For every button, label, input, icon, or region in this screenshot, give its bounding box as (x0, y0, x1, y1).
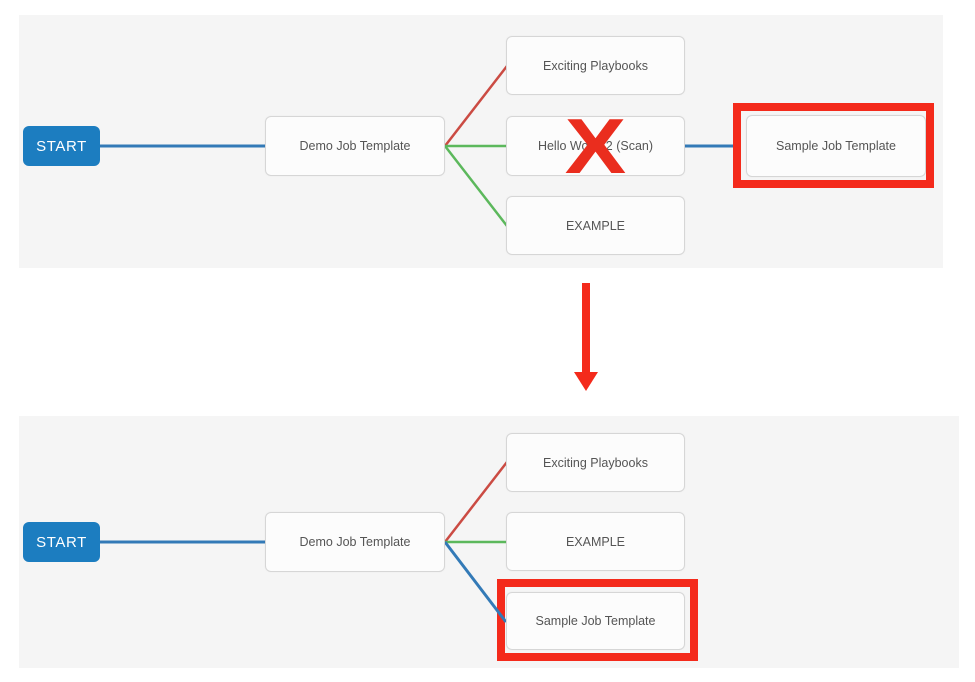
node-example[interactable]: EXAMPLE (506, 196, 685, 255)
node-exciting-playbooks[interactable]: Exciting Playbooks (506, 36, 685, 95)
node-sample-job-template[interactable]: Sample Job Template (506, 592, 685, 650)
down-arrow-icon (574, 283, 598, 391)
node-sample-job-template[interactable]: Sample Job Template (746, 115, 926, 177)
node-demo-job-template[interactable]: Demo Job Template (265, 116, 445, 176)
delete-x-mark-icon: X (564, 102, 627, 190)
node-example[interactable]: EXAMPLE (506, 512, 685, 571)
node-hello-world-2-scan[interactable]: Hello World 2 (Scan) (506, 116, 685, 176)
highlight-rect-before (733, 103, 934, 188)
link-root-to-exciting-playbooks (444, 461, 508, 543)
node-demo-job-template[interactable]: Demo Job Template (265, 512, 445, 572)
workflow-links-after (100, 461, 508, 623)
workflow-before-panel: START Demo Job Template Exciting Playboo… (19, 15, 943, 268)
down-arrow-head (574, 372, 598, 391)
workflow-after-panel: START Demo Job Template Exciting Playboo… (19, 416, 959, 668)
node-exciting-playbooks[interactable]: Exciting Playbooks (506, 433, 685, 492)
start-button[interactable]: START (23, 126, 100, 166)
start-button[interactable]: START (23, 522, 100, 562)
